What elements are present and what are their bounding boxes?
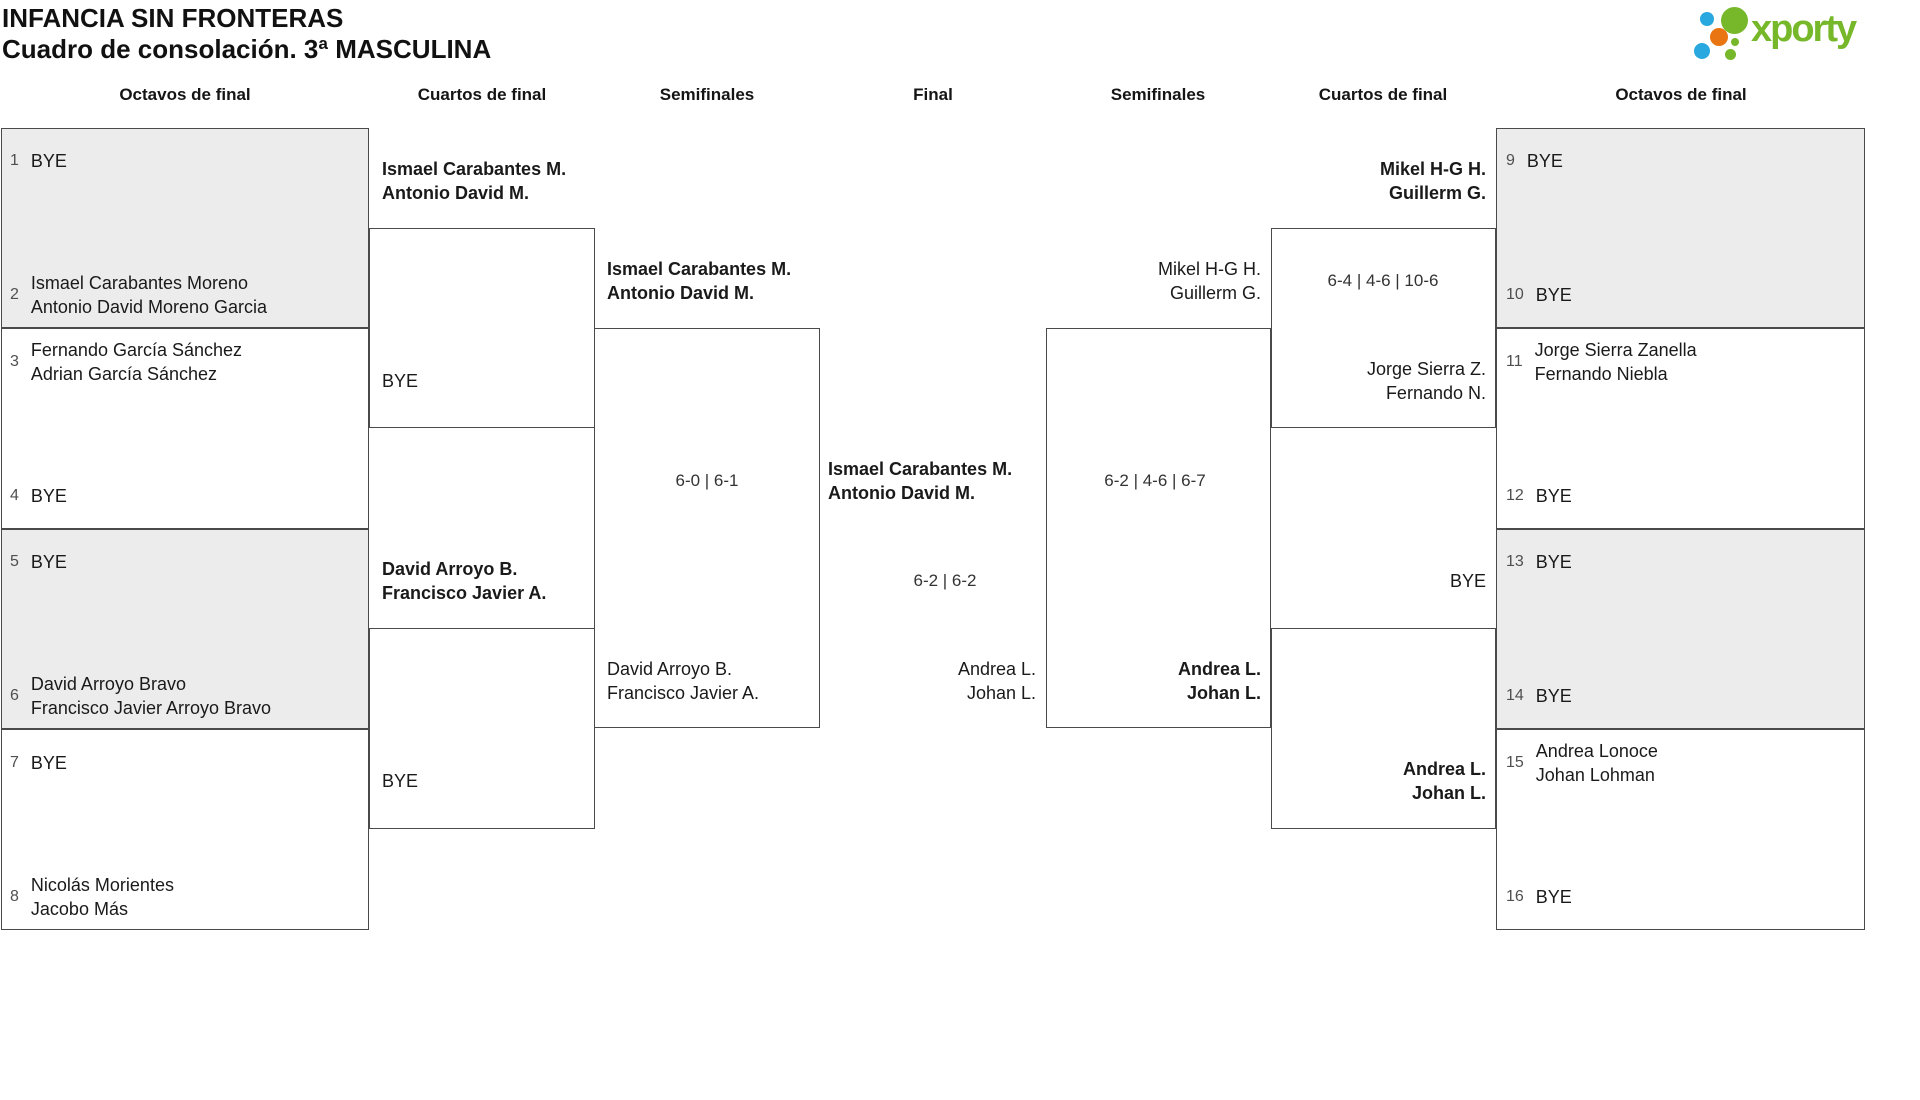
- match-score-semifinal-left: 6-0 | 6-1: [675, 471, 739, 490]
- seed-number: 1: [10, 152, 19, 169]
- match-box-cuartos-right-2: [1271, 628, 1496, 829]
- logo-dot-blue-top-icon: [1700, 12, 1714, 26]
- match-box-cuartos-left-2: [369, 628, 595, 829]
- seed-name: BYE: [1535, 486, 1572, 506]
- match-score-semifinal-right: 6-2 | 4-6 | 6-7: [1104, 471, 1206, 490]
- match-box-octavos-right-2: [1496, 328, 1865, 529]
- seed-number: 10: [1506, 286, 1524, 303]
- xporty-logo[interactable]: [1690, 0, 1870, 66]
- seed-entry-9: 9 BYE: [1506, 149, 1563, 173]
- seed-entry-4: 4 BYE: [10, 484, 67, 508]
- seed-name: BYE: [30, 753, 67, 773]
- seed-name: BYE: [1535, 686, 1572, 706]
- seed-number: 14: [1506, 687, 1524, 704]
- label-cuartos-right-1-bottom: Jorge Sierra Z.Fernando N.: [1366, 359, 1486, 403]
- label-cuartos-left-1-bottom: BYE: [382, 371, 419, 391]
- seed-number: 4: [10, 487, 19, 504]
- round-header-final: Final: [913, 85, 953, 104]
- label-cuartos-right-2-bottom: Andrea L.Johan L.: [1402, 759, 1486, 803]
- label-cuartos-left-1-top: Ismael Carabantes M.Antonio David M.: [382, 159, 567, 203]
- match-box-octavos-right-1: [1496, 128, 1865, 328]
- label-final-bottom: Andrea L.Johan L.: [957, 659, 1036, 703]
- seed-entry-12: 12 BYE: [1506, 484, 1572, 508]
- logo-wordmark: xporty: [1751, 8, 1857, 50]
- seed-name: BYE: [1535, 887, 1572, 907]
- match-box-octavos-right-4: [1496, 729, 1865, 930]
- seed-number: 7: [10, 754, 19, 771]
- seed-name: BYE: [1526, 151, 1563, 171]
- logo-dot-green-big-icon: [1721, 7, 1748, 34]
- match-box-semifinal-right: [1046, 328, 1271, 728]
- match-box-octavos-left-4: [1, 729, 369, 930]
- match-box-octavos-right-3: [1496, 529, 1865, 729]
- round-header-semis-right: Semifinales: [1110, 85, 1206, 104]
- seed-number: 6: [10, 687, 19, 704]
- round-header-octavos-right: Octavos de final: [1615, 85, 1747, 104]
- seed-name: BYE: [30, 552, 67, 572]
- seed-number: 13: [1506, 553, 1524, 570]
- label-cuartos-right-2-top: BYE: [1449, 571, 1486, 591]
- round-header-cuartos-left: Cuartos de final: [417, 85, 547, 104]
- seed-number: 9: [1506, 152, 1515, 169]
- match-score-final: 6-2 | 6-2: [913, 571, 977, 590]
- label-cuartos-right-1-top: Mikel H-G H.Guillerm G.: [1379, 159, 1486, 203]
- page-title: INFANCIA SIN FRONTERAS: [2, 3, 344, 33]
- logo-dot-green-small-icon: [1725, 49, 1736, 60]
- seed-name: BYE: [1535, 552, 1572, 572]
- seed-number: 8: [10, 888, 19, 905]
- match-box-cuartos-right-1: [1271, 228, 1496, 428]
- seed-number: 5: [10, 553, 19, 570]
- label-semifinal-right-bottom: Andrea L.Johan L.: [1177, 659, 1261, 703]
- seed-entry-14: 14 BYE: [1506, 684, 1572, 708]
- label-cuartos-left-2-top: David Arroyo B.Francisco Javier A.: [382, 559, 547, 603]
- seed-entry-13: 13 BYE: [1506, 550, 1572, 574]
- label-semifinal-left-top: Ismael Carabantes M.Antonio David M.: [607, 259, 792, 303]
- label-final-top: Ismael Carabantes M.Antonio David M.: [828, 459, 1013, 503]
- match-box-semifinal-left: [594, 328, 820, 728]
- seed-number: 11: [1506, 353, 1523, 370]
- label-semifinal-left-bottom: David Arroyo B.Francisco Javier A.: [607, 659, 760, 703]
- seed-entry-10: 10 BYE: [1506, 283, 1572, 307]
- label-semifinal-right-top: Mikel H-G H.Guillerm G.: [1158, 259, 1261, 303]
- seed-number: 16: [1506, 888, 1524, 905]
- match-score-cuartos-right-1: 6-4 | 4-6 | 10-6: [1327, 271, 1439, 290]
- seed-entry-1: 1 BYE: [10, 149, 67, 173]
- seed-number: 2: [10, 286, 19, 303]
- match-box-octavos-left-1: [1, 128, 369, 328]
- seed-name: BYE: [1535, 285, 1572, 305]
- match-box-octavos-left-2: [1, 328, 369, 529]
- logo-dot-blue-bottom-icon: [1694, 43, 1710, 59]
- seed-entry-5: 5 BYE: [10, 550, 67, 574]
- round-header-semis-left: Semifinales: [659, 85, 755, 104]
- logo-dot-green-tiny-icon: [1731, 38, 1739, 46]
- seed-number: 3: [10, 353, 19, 370]
- page-subtitle: Cuadro de consolación. 3ª MASCULINA: [2, 34, 492, 64]
- seed-name: BYE: [30, 151, 67, 171]
- round-header-cuartos-right: Cuartos de final: [1318, 85, 1448, 104]
- label-cuartos-left-2-bottom: BYE: [382, 771, 419, 791]
- seed-entry-16: 16 BYE: [1506, 885, 1572, 909]
- seed-entry-7: 7 BYE: [10, 751, 67, 775]
- seed-number: 15: [1506, 754, 1524, 771]
- logo-dot-orange-icon: [1710, 28, 1728, 46]
- match-box-octavos-left-3: [1, 529, 369, 729]
- seed-number: 12: [1506, 487, 1524, 504]
- seed-name: BYE: [30, 486, 67, 506]
- round-header-octavos-left: Octavos de final: [119, 85, 251, 104]
- match-box-cuartos-left-1: [369, 228, 595, 428]
